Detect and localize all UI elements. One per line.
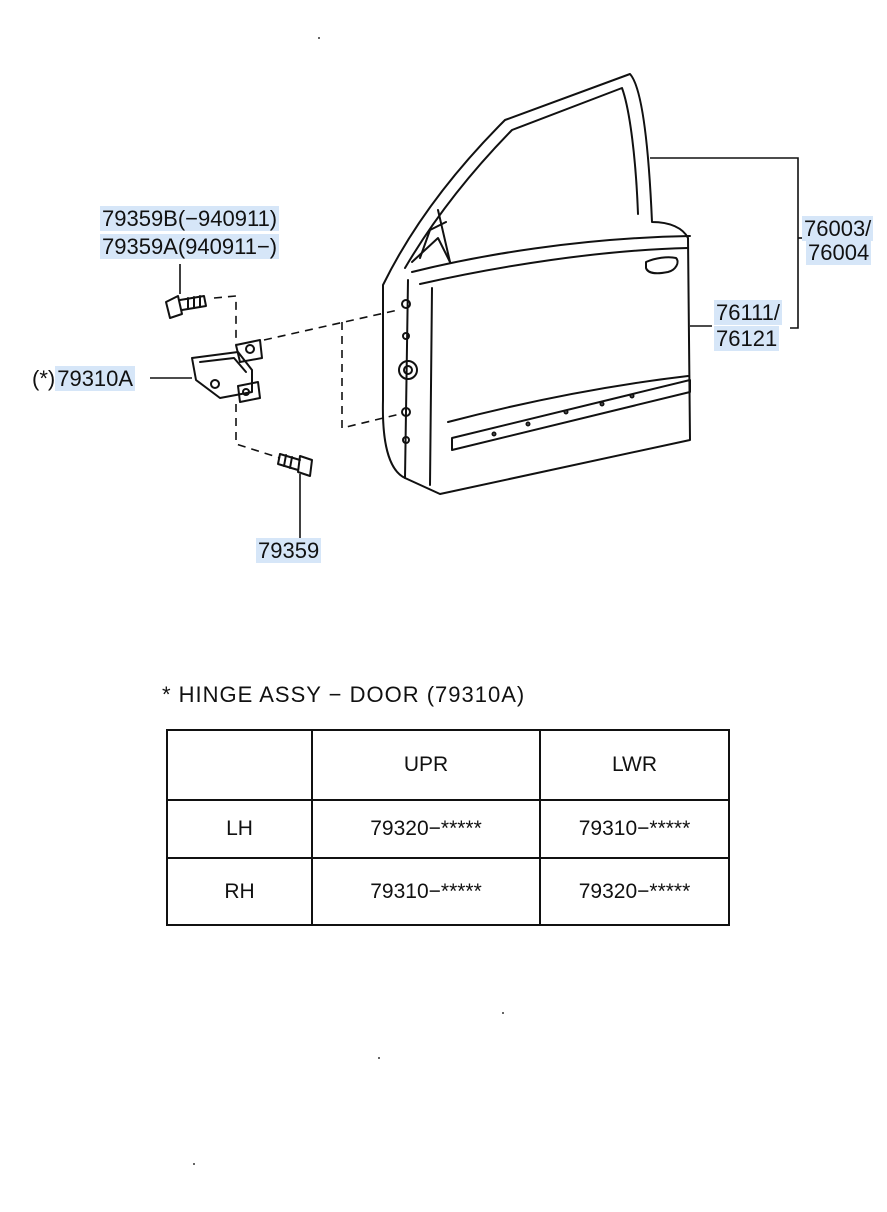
callout-door-panel-2-text: 76121 — [714, 326, 780, 351]
callout-hinge-prefix: (*) — [32, 366, 56, 391]
callout-door-assy-1-text: 76003/ — [802, 216, 874, 241]
door-hinge — [191, 339, 263, 403]
scan-speck — [378, 1057, 380, 1059]
scan-speck — [318, 37, 320, 39]
callout-hinge-text: 79310A — [55, 366, 136, 391]
door-hinge-diagram — [150, 73, 804, 540]
header-cell-lwr: LWR — [539, 729, 730, 801]
row-lwr-cell: 79320−***** — [539, 857, 730, 926]
callout-upper-bolt-b-text: 79359B(−940911) — [100, 206, 280, 231]
scan-speck — [193, 1163, 195, 1165]
callout-door-assy-1: 76003/ — [802, 216, 874, 242]
callout-door-assy-2-text: 76004 — [806, 240, 872, 265]
callout-door-panel-1: 76111/ — [714, 300, 783, 326]
lower-bolt — [277, 453, 313, 477]
callout-hinge: (*)79310A — [32, 366, 136, 392]
callout-upper-bolt-a-text: 79359A(940911−) — [100, 234, 280, 259]
header-cell-upr: UPR — [311, 729, 541, 801]
callout-door-panel-2: 76121 — [714, 326, 780, 352]
callout-upper-bolt-b: 79359B(−940911) — [100, 206, 280, 232]
header-cell-empty — [166, 729, 313, 801]
upper-bolt — [165, 295, 207, 319]
table-header-row: UPR LWR — [166, 729, 730, 801]
row-upr-cell: 79310−***** — [311, 857, 541, 926]
callout-upper-bolt-a: 79359A(940911−) — [100, 234, 280, 260]
hinge-table-title: * HINGE ASSY − DOOR (79310A) — [162, 682, 526, 707]
scan-speck — [502, 1012, 504, 1014]
callout-door-panel-1-text: 76111/ — [714, 300, 783, 325]
table-row: LH 79320−***** 79310−***** — [166, 799, 730, 859]
row-side-cell: RH — [166, 857, 313, 926]
row-side-cell: LH — [166, 799, 313, 859]
hinge-part-table: UPR LWR LH 79320−***** 79310−***** RH 79… — [166, 729, 730, 926]
front-door-assembly — [381, 73, 691, 495]
callout-lower-bolt-text: 79359 — [256, 538, 322, 563]
table-row: RH 79310−***** 79320−***** — [166, 857, 730, 926]
row-lwr-cell: 79310−***** — [539, 799, 730, 859]
callout-lower-bolt: 79359 — [256, 538, 322, 564]
row-upr-cell: 79320−***** — [311, 799, 541, 859]
callout-door-assy-2: 76004 — [806, 240, 872, 266]
